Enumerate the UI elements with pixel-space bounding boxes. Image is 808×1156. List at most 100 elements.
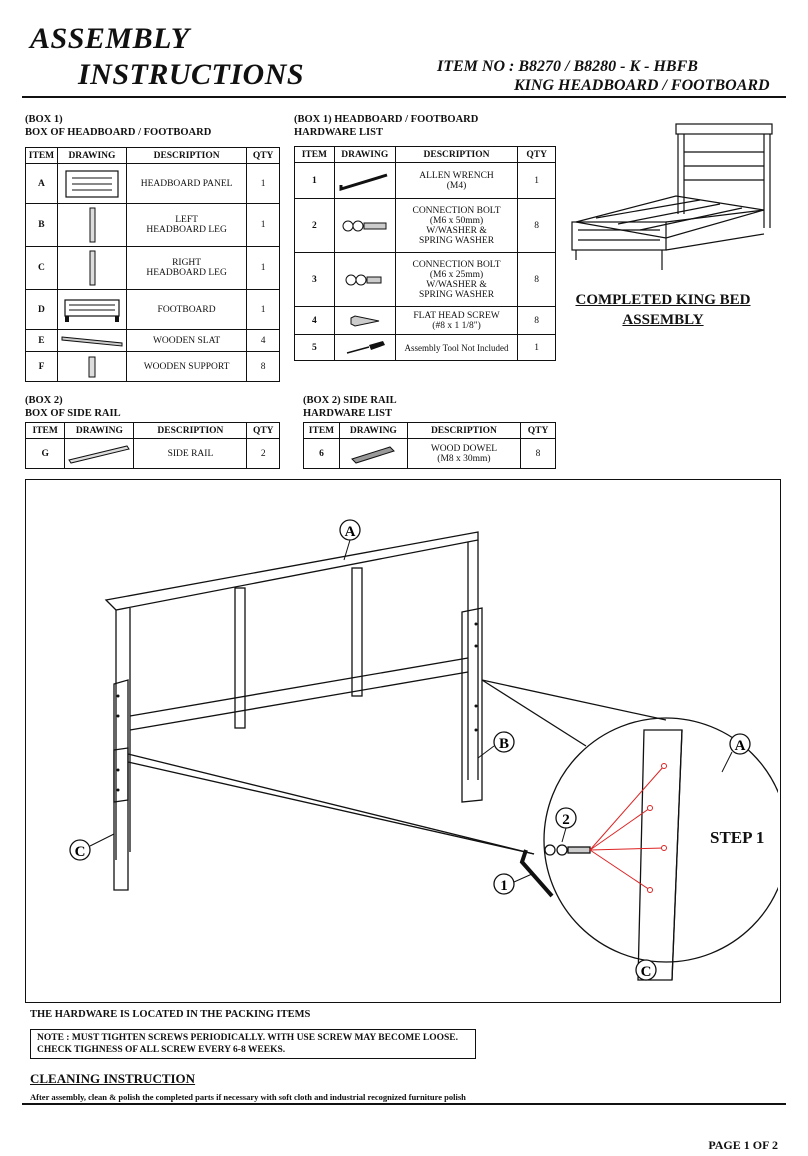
drawing-cell xyxy=(56,351,127,382)
item-code: B xyxy=(25,203,58,247)
description: SIDE RAIL xyxy=(133,438,248,469)
box1-label: (BOX 1) xyxy=(25,114,63,125)
allen-wrench-icon xyxy=(339,173,388,191)
desc-line: HEADBOARD LEG xyxy=(146,225,227,235)
qty: 4 xyxy=(246,329,280,352)
panel-icon xyxy=(65,169,119,198)
table-row: 2 CONNECTION BOLT(M6 x 50mm)W/WASHER &SP… xyxy=(294,198,556,253)
desc-line: W/WASHER & xyxy=(426,225,487,236)
desc-line: RIGHT xyxy=(172,258,202,268)
desc-line: WOOD DOWEL xyxy=(430,443,498,454)
col-item: ITEM xyxy=(294,146,335,163)
qty: 1 xyxy=(517,162,556,199)
callout-a-zoom: A xyxy=(735,738,746,754)
step1-drawing: A B C A C 2 1 xyxy=(69,519,778,981)
drawing-cell xyxy=(56,163,127,204)
description: Assembly Tool Not Included xyxy=(394,334,519,361)
drawing-cell xyxy=(64,438,135,469)
callout-b: B xyxy=(499,736,509,752)
desc-line: (M8 x 30mm) xyxy=(437,453,491,464)
desc-line: (M4) xyxy=(446,180,467,191)
drawing-cell xyxy=(338,438,408,469)
desc-line: FLAT HEAD SCREW xyxy=(413,310,500,321)
col-drawing: DRAWING xyxy=(64,422,135,439)
item-number: ITEM NO : B8270 / B8280 - K - HBFB xyxy=(437,58,698,75)
desc-line: (M6 x 25mm) xyxy=(429,269,484,280)
support-icon xyxy=(88,356,96,377)
box1-hw-heading: (BOX 1) HEADBOARD / FOOTBOARD HARDWARE L… xyxy=(294,113,478,139)
description: FLAT HEAD SCREW(#8 x 1 1/8") xyxy=(394,306,519,335)
completed-line2: ASSEMBLY xyxy=(622,312,704,328)
box1-hw-label: (BOX 1) HEADBOARD / FOOTBOARD xyxy=(294,114,479,125)
step1-panel xyxy=(25,479,781,1003)
footer-rule xyxy=(22,1103,786,1105)
item-code: 1 xyxy=(294,162,335,199)
col-description: DESCRIPTION xyxy=(125,147,248,164)
col-qty: QTY xyxy=(246,422,280,439)
table-row: A HEADBOARD PANEL 1 xyxy=(25,163,280,204)
box2-hw-label: (BOX 2) SIDE RAIL xyxy=(303,395,397,406)
note-line: NOTE : MUST TIGHTEN SCREWS PERIODICALLY.… xyxy=(37,1033,459,1043)
qty: 1 xyxy=(246,163,280,204)
cleaning-text: After assembly, clean & polish the compl… xyxy=(30,1092,466,1102)
box1-table: ITEM DRAWING DESCRIPTION QTY A HEADBOARD… xyxy=(25,147,280,382)
item-code: A xyxy=(25,163,58,204)
drawing-cell xyxy=(333,198,396,253)
header-rule xyxy=(22,96,786,98)
box1-title: BOX OF HEADBOARD / FOOTBOARD xyxy=(25,127,212,138)
box1-hw-table: ITEM DRAWING DESCRIPTION QTY 1 ALLEN WRE… xyxy=(294,146,556,361)
box2-hw-table: ITEM DRAWING DESCRIPTION QTY 6 WOOD DOWE… xyxy=(303,422,556,469)
drawing-cell xyxy=(56,329,127,352)
box2-hw-title: HARDWARE LIST xyxy=(303,408,392,419)
qty: 1 xyxy=(517,334,556,361)
drawing-cell xyxy=(333,162,396,199)
leg-icon xyxy=(89,250,96,286)
col-description: DESCRIPTION xyxy=(133,422,248,439)
qty: 2 xyxy=(246,438,280,469)
item-code: 6 xyxy=(303,438,340,469)
qty: 8 xyxy=(246,351,280,382)
drawing-cell xyxy=(56,203,127,247)
desc-line: HEADBOARD LEG xyxy=(146,268,227,278)
tighten-note: NOTE : MUST TIGHTEN SCREWS PERIODICALLY.… xyxy=(30,1029,476,1059)
table-row: F WOODEN SUPPORT 8 xyxy=(25,351,280,382)
title-assembly: ASSEMBLY xyxy=(30,22,190,55)
item-code: E xyxy=(25,329,58,352)
qty: 1 xyxy=(246,289,280,330)
box2-hw-heading: (BOX 2) SIDE RAIL HARDWARE LIST xyxy=(303,394,397,420)
qty: 8 xyxy=(520,438,556,469)
desc-line: CONNECTION BOLT xyxy=(412,259,501,270)
description: WOODEN SUPPORT xyxy=(125,351,248,382)
box1-heading: (BOX 1) BOX OF HEADBOARD / FOOTBOARD xyxy=(25,113,211,139)
desc-line: (M6 x 50mm) xyxy=(429,215,484,226)
item-code: 2 xyxy=(294,198,335,253)
long-bolt-icon xyxy=(342,220,387,231)
step-label: STEP 1 xyxy=(710,828,765,847)
description: WOOD DOWEL(M8 x 30mm) xyxy=(406,438,522,469)
callout-1: 1 xyxy=(500,878,508,894)
table-header: ITEM DRAWING DESCRIPTION QTY xyxy=(294,146,556,163)
desc-line: LEFT xyxy=(175,215,198,225)
qty: 8 xyxy=(517,306,556,335)
description: HEADBOARD PANEL xyxy=(125,163,248,204)
item-code: D xyxy=(25,289,58,330)
box1-hw-title: HARDWARE LIST xyxy=(294,127,383,138)
callout-c-zoom: C xyxy=(641,964,652,980)
item-code: F xyxy=(25,351,58,382)
table-row: 6 WOOD DOWEL(M8 x 30mm) 8 xyxy=(303,438,556,469)
table-header: ITEM DRAWING DESCRIPTION QTY xyxy=(25,147,280,164)
drawing-cell xyxy=(56,289,127,330)
box2-table: ITEM DRAWING DESCRIPTION QTY G SIDE RAIL… xyxy=(24,422,280,469)
desc-line: W/WASHER & xyxy=(426,279,487,290)
table-row: E WOODEN SLAT 4 xyxy=(25,329,280,352)
desc-line: ALLEN WRENCH xyxy=(419,170,494,181)
callout-c: C xyxy=(75,844,86,860)
qty: 1 xyxy=(246,246,280,290)
title-instructions: INSTRUCTIONS xyxy=(78,58,305,91)
short-bolt-icon xyxy=(345,274,382,285)
screw-icon xyxy=(350,314,379,327)
description: WOODEN SLAT xyxy=(125,329,248,352)
description: CONNECTION BOLT(M6 x 25mm)W/WASHER &SPRI… xyxy=(394,252,519,307)
